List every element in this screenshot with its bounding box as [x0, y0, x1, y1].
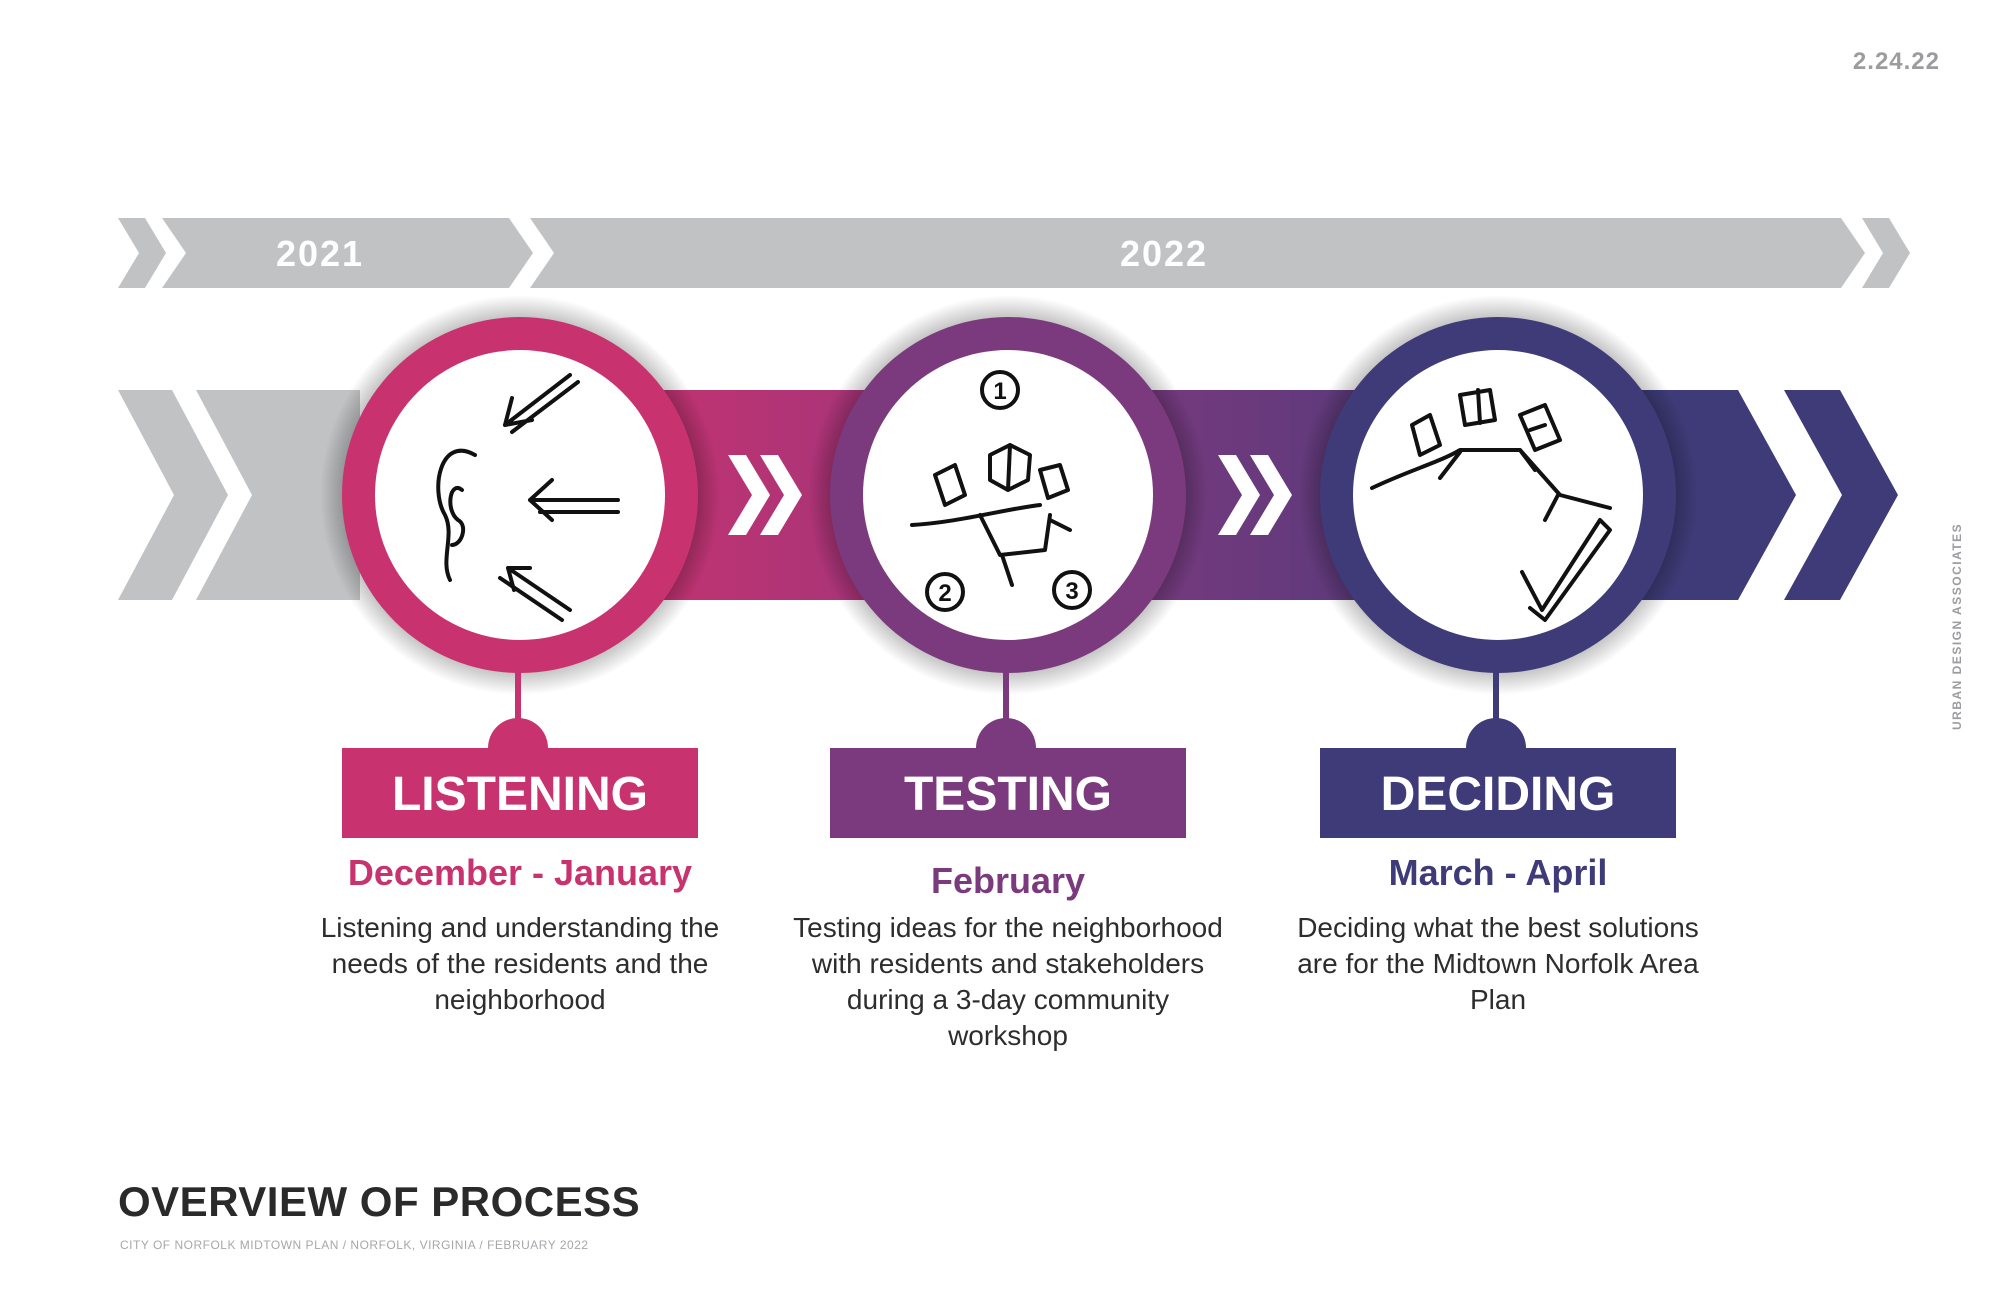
stage-listening: LISTENING [320, 295, 720, 838]
stage-disc [863, 350, 1153, 640]
date-label: 2.24.22 [1852, 48, 1940, 75]
mini-chevron-2b [1250, 455, 1292, 535]
step-number-2: 2 [938, 580, 951, 607]
band-gray-segment [196, 390, 360, 600]
stage-description-deciding: Deciding what the best solutions are for… [1297, 912, 1699, 1015]
footer-caption: CITY OF NORFOLK MIDTOWN PLAN / NORFOLK, … [120, 1238, 589, 1252]
year-chevron-start [118, 218, 166, 288]
mini-chevron-2a [1218, 455, 1260, 535]
stage-label-box [830, 748, 1186, 838]
stage-label: LISTENING [392, 768, 648, 821]
stage-period-listening: December - January [347, 852, 693, 893]
stage-label-box [342, 748, 698, 838]
year-2021-label: 2021 [276, 233, 364, 274]
band-end-chevron [1784, 390, 1898, 600]
stage-label-box [1320, 748, 1676, 838]
buildings-numbered-icon [910, 370, 1092, 612]
mini-chevron-1a [728, 455, 770, 535]
connector-bump [976, 718, 1036, 748]
year-timeline: 2021 2022 [118, 218, 1910, 288]
year-chevron-end [1862, 218, 1910, 288]
stage-description-testing: Testing ideas for the neighborhood with … [793, 912, 1223, 1051]
step-number-1: 1 [993, 378, 1006, 405]
year-segment-2022 [530, 218, 1865, 288]
stage-label: DECIDING [1381, 768, 1616, 821]
stage-testing: 1 2 3 TESTING [808, 295, 1208, 838]
step-number-3: 3 [1065, 578, 1078, 605]
year-2022-label: 2022 [1120, 233, 1208, 274]
stage-description-listening: Listening and understanding the needs of… [320, 912, 720, 1015]
connector-bump [488, 718, 548, 748]
ear-arrows-icon [436, 373, 620, 622]
stage-disc [375, 350, 665, 640]
stage-period-testing: February [930, 860, 1086, 901]
buildings-checkmark-icon [1370, 388, 1612, 622]
stage-disc [1353, 350, 1643, 640]
page-title: OVERVIEW OF PROCESS [118, 1178, 641, 1225]
stage-label: TESTING [904, 768, 1112, 821]
stage-deciding: DECIDING [1298, 295, 1698, 838]
year-segment-2021 [162, 218, 533, 288]
mini-chevron-1b [760, 455, 802, 535]
band-start-chevron [118, 390, 228, 600]
connector-bump [1466, 718, 1526, 748]
stage-period-deciding: March - April [1388, 852, 1608, 893]
